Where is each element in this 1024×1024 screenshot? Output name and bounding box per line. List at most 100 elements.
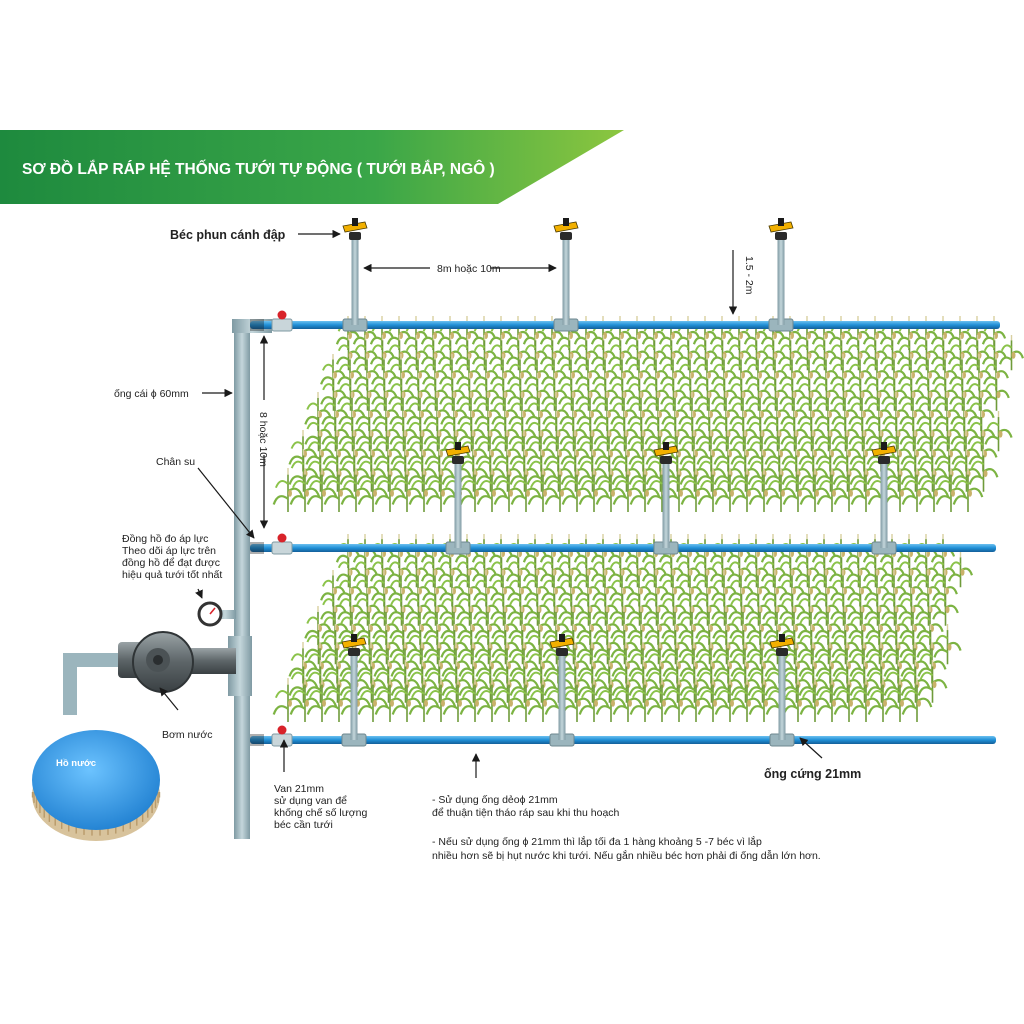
sprinkler-icon [769,634,795,747]
corn-plant [984,411,1013,452]
corn-plant [850,468,882,512]
height-label: 1.5 - 2m [743,256,755,295]
corn-plant [476,468,508,512]
sprinkler-label: Béc phun cánh đập [170,228,286,242]
corn-plant [799,678,831,722]
label-line: Van 21mm [274,783,324,795]
pump-label: Bơm nước [162,729,213,741]
corn-plant [983,373,1010,411]
corn-plant [833,468,865,512]
corn-plant [680,678,712,722]
sprinkler-icon [653,442,679,555]
corn-plant [289,678,321,722]
corn-plant [305,642,335,684]
water-tank: Hồ nước [31,730,161,841]
pump-icon [132,631,194,693]
sprinkler-icon [445,442,471,555]
corn-plant [272,468,304,512]
pump-assembly [63,631,236,715]
main-pipe [214,319,272,839]
corn-plant [748,468,780,512]
label-line: Đồng hồ đo áp lực [122,533,208,545]
corn-plant [595,678,627,722]
corn-plant [612,678,644,722]
corn-plant [998,335,1024,371]
corn-plant [305,449,336,492]
corn-plant [816,468,848,512]
corn-plant [408,468,440,512]
corn-plant [510,468,542,512]
corn-plant [918,468,950,512]
corn-plant [899,624,928,665]
corn-plant [933,624,962,665]
label-line: sử dụng van để [274,795,347,807]
corn-plant [508,411,537,452]
corn-plant [374,468,406,512]
corn-plant [932,588,959,626]
sprinkler-icon [341,634,367,747]
corn-plant [527,678,559,722]
corn-plant [493,468,525,512]
corn-plant [833,678,865,722]
corn-plant [527,468,559,512]
corn-plant [782,468,814,512]
label-line: - Sử dụng ống dẻoϕ 21mm [432,794,558,806]
corn-plant [510,678,542,722]
corn-plant [782,678,814,722]
corn-plant [935,468,967,512]
corn-plant [798,449,829,492]
corn-plant [850,678,882,722]
corn-plant [594,660,625,703]
corn-plant [816,678,848,722]
title-banner: SƠ ĐỒ LẮP RÁP HỆ THỐNG TƯỚI TỰ ĐỘNG ( TƯ… [0,130,624,204]
corn-plant [730,660,761,703]
corn-plant [849,449,880,492]
corn-plant [646,678,678,722]
corn-plant [425,678,457,722]
corn-plant [475,449,506,492]
pressure-gauge-icon [197,601,223,627]
corn-plant [525,411,554,452]
corn-plant [881,354,907,391]
corn-plant [425,468,457,512]
chan-su-label: Chân su [156,456,195,468]
corn-plant [476,678,508,722]
corn-plant [408,678,440,722]
corn-plant [407,430,437,472]
corn-plant [442,678,474,722]
spacing-horizontal-label: 8m hoặc 10m [437,263,501,275]
lateral-pipe [250,533,996,555]
annotation-arrows [159,229,823,778]
sprinkler-icon [768,218,794,332]
corn-plant [493,678,525,722]
corn-plant [561,468,593,512]
lateral-pipe [250,310,1000,332]
label-line: béc cần tưới [274,819,333,831]
corn-plant [578,678,610,722]
corn-plant [628,660,659,703]
corn-plant [629,678,661,722]
corn-plant [272,678,304,722]
corn-plant [968,449,999,492]
corn-plant [680,468,712,512]
corn-plant [799,468,831,512]
spacing-vertical-label: 8 hoặc 10m [257,412,269,467]
corn-plant [323,468,355,512]
label-line: khống chế số lượng [274,807,367,819]
label-line: Theo dõi áp lực trên [122,545,216,557]
sprinkler-icon [342,218,368,332]
corn-plant [390,449,421,492]
corn-plant [867,678,899,722]
label-line: đồng hồ để đạt được [122,557,220,569]
corn-plant [901,468,933,512]
corn-plant [711,354,737,391]
label-line: để thuận tiện tháo ráp sau khi thu hoạch [432,807,620,819]
corn-plant [714,678,746,722]
corn-field [272,316,1024,722]
corn-plant [321,411,350,452]
corn-plant [731,678,763,722]
label-line: - Nếu sử dụng ống ϕ 21mm thì lắp tối đa … [432,835,762,848]
